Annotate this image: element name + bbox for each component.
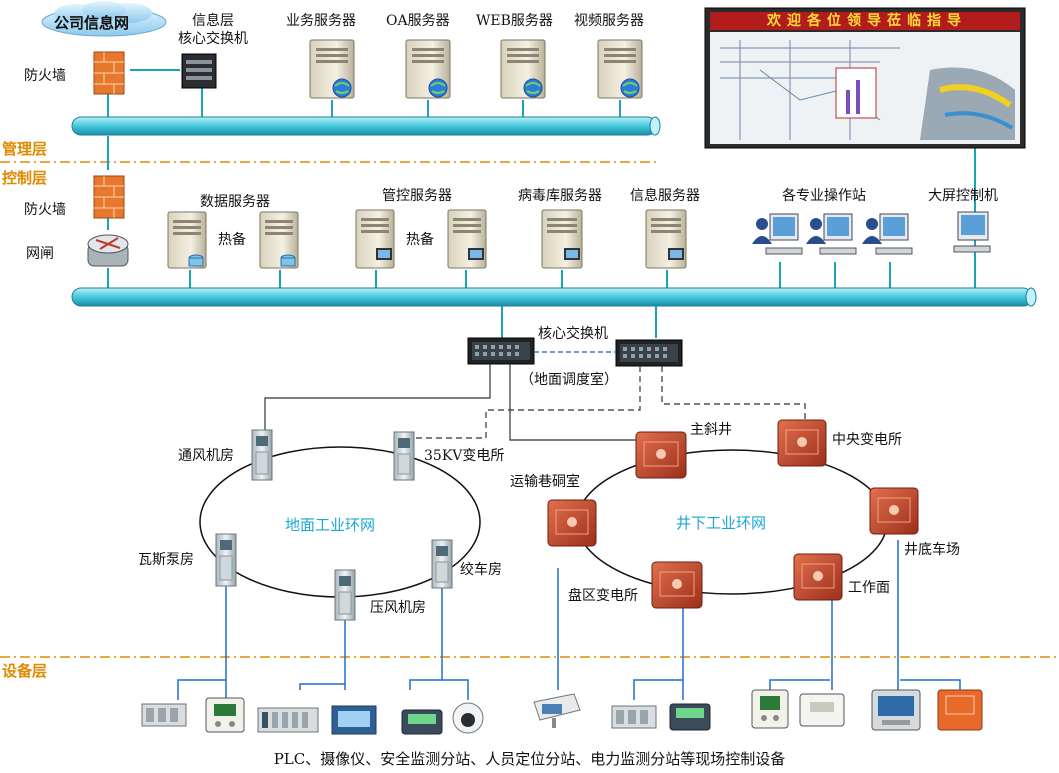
- server-icon-business: [309, 39, 355, 99]
- node-central-sub: 中央变电所: [832, 432, 902, 448]
- node-winch: 绞车房: [460, 562, 502, 578]
- data-server-label: 数据服务器: [200, 194, 270, 210]
- firewall-icon: [93, 51, 125, 95]
- cabinet-icon-35kv: [393, 431, 415, 481]
- node-panel-sub: 盘区变电所: [568, 588, 638, 604]
- explosion-proof-box-icon-main-incline: [635, 431, 687, 479]
- firewall-label-2: 防火墙: [24, 202, 66, 218]
- node-transport-chamber: 运输巷硐室: [510, 474, 580, 490]
- monitoring-substation-icon-1: [205, 697, 245, 733]
- gateway-icon: [87, 234, 129, 267]
- screen-title: 欢迎各位领导莅临指导: [767, 13, 967, 29]
- node-gas-pump: 瓦斯泵房: [138, 552, 194, 568]
- info-server-label: 信息服务器: [630, 188, 700, 204]
- workstation-icon-2: [806, 213, 857, 255]
- cabinet-icon-gas-pump: [215, 533, 237, 587]
- explosion-proof-box-icon-central-sub: [777, 419, 827, 467]
- server-icon-mgmt-1: [355, 209, 395, 269]
- server-icon-data-1: [167, 211, 207, 269]
- operator-stations-label: 各专业操作站: [782, 188, 866, 204]
- core-switch-info-label: 信息层 核心交换机: [178, 13, 248, 47]
- mgmt-ctrl-server-label: 管控服务器: [382, 188, 452, 204]
- server-icon-oa: [405, 39, 451, 99]
- server-icon-data-2: [259, 211, 299, 269]
- node-35kv: 35KV变电所: [424, 448, 505, 464]
- explosion-proof-box-icon-shaft-bottom: [869, 487, 919, 535]
- plc-icon-2: [257, 707, 319, 733]
- screen-control-pc-icon: [953, 211, 991, 253]
- display-unit-icon: [871, 689, 921, 731]
- workstation-icon-1: [752, 213, 803, 255]
- core-switch-location: （地面调度室）: [520, 372, 618, 388]
- cloud-label: 公司信息网: [54, 14, 130, 32]
- gateway-label: 网闸: [26, 246, 54, 262]
- explosion-proof-box-icon-panel-sub: [651, 561, 703, 609]
- node-ventilation: 通风机房: [178, 448, 234, 464]
- layer-manage: 管理层: [2, 140, 48, 158]
- oa-server-label: OA服务器: [386, 13, 450, 29]
- personnel-locator-icon: [401, 709, 443, 735]
- node-main-incline: 主斜井: [690, 422, 732, 438]
- node-shaft-bottom: 井底车场: [904, 542, 960, 558]
- cabinet-icon-compressor: [334, 569, 356, 621]
- locator-substation-icon: [799, 693, 845, 727]
- firewall-label: 防火墙: [24, 68, 66, 84]
- underground-ring-label: 井下工业环网: [676, 514, 767, 532]
- hot-standby-label-2: 热备: [406, 232, 434, 248]
- node-compressor: 压风机房: [370, 600, 426, 616]
- power-monitor-icon: [331, 705, 377, 735]
- firewall-icon-2: [93, 175, 125, 219]
- surface-ring-label: 地面工业环网: [285, 516, 376, 534]
- explosion-proof-box-icon-transport-chamber: [547, 499, 597, 547]
- plc-icon-3: [611, 705, 657, 729]
- cabinet-icon-ventilation: [251, 429, 273, 481]
- big-screen-ctrl-label: 大屏控制机: [928, 188, 998, 204]
- workstation-icon-3: [862, 213, 913, 255]
- personnel-locator-icon-2: [669, 703, 711, 731]
- camera-icon: [533, 693, 581, 728]
- bottom-caption: PLC、摄像仪、安全监测分站、人员定位分站、电力监测分站等现场控制设备: [273, 750, 786, 768]
- virus-server-label: 病毒库服务器: [518, 188, 602, 204]
- camera-dome-icon: [452, 702, 484, 734]
- big-screen-display: [704, 7, 1026, 149]
- layer-device: 设备层: [2, 662, 48, 680]
- plc-icon-1: [141, 703, 187, 727]
- switch-icon: [181, 53, 217, 89]
- server-icon-info: [645, 209, 687, 269]
- server-icon-video: [597, 39, 643, 99]
- server-icon-mgmt-2: [447, 209, 487, 269]
- video-server-label: 视频服务器: [574, 13, 644, 29]
- switch-box-icon: [937, 689, 983, 731]
- cloud-icon: [41, 1, 167, 37]
- layer-control: 控制层: [2, 169, 48, 187]
- core-switch-label: 核心交换机: [538, 326, 608, 342]
- explosion-proof-box-icon-working-face: [793, 553, 843, 601]
- cabinet-icon-winch: [431, 539, 453, 589]
- server-icon-web: [500, 39, 546, 99]
- web-server-label: WEB服务器: [476, 13, 553, 29]
- node-working-face: 工作面: [848, 580, 890, 596]
- monitoring-substation-icon-2: [751, 689, 789, 729]
- server-icon-virus: [541, 209, 583, 269]
- business-server-label: 业务服务器: [286, 13, 356, 29]
- hot-standby-label-1: 热备: [218, 232, 246, 248]
